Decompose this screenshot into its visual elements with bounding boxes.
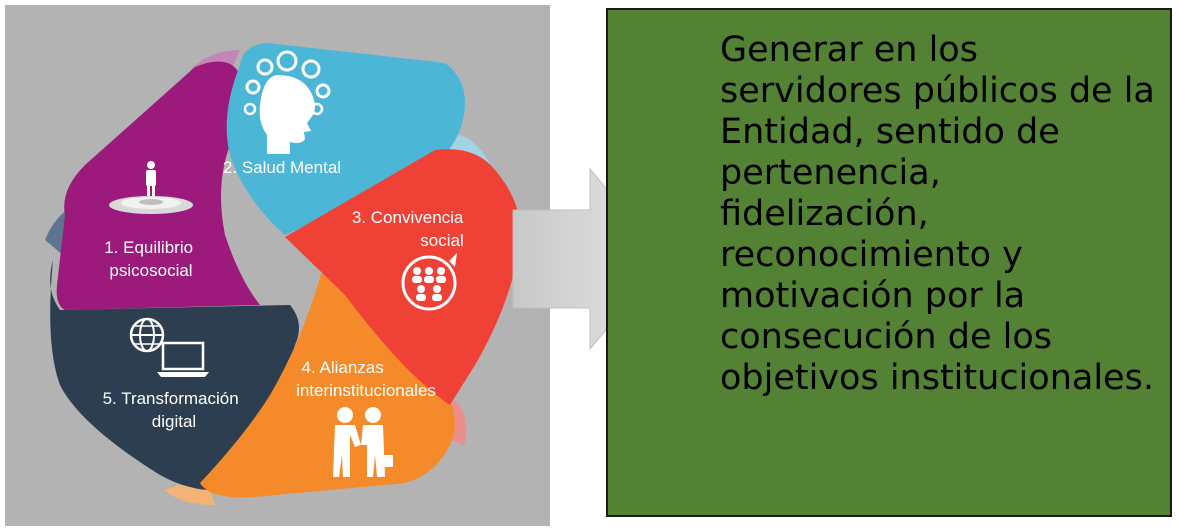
globe-laptop-icon	[129, 317, 209, 377]
segment-4-shape	[200, 260, 455, 498]
person-on-pedestal-icon	[109, 161, 193, 214]
segment-5-label: 5. Transformación digital	[103, 389, 244, 431]
segment-4-label: 4. Alianzas interinstitucionales	[296, 358, 436, 400]
diagram-panel: 1. Equilibrio psicosocial 2. Salud Menta…	[5, 5, 550, 526]
goal-text: Generar en los servidores públicos de la…	[720, 30, 1155, 398]
segment-1-label: 1. Equilibrio psicosocial	[104, 238, 198, 280]
segment-1-shape	[56, 61, 260, 310]
goal-box: Generar en los servidores públicos de la…	[606, 8, 1172, 517]
segment-2-label: 2. Salud Mental	[223, 158, 341, 177]
pentagon-cycle-diagram: 1. Equilibrio psicosocial 2. Salud Menta…	[45, 43, 521, 505]
handshake-icon	[333, 407, 393, 477]
people-cycle-icon	[401, 253, 457, 311]
segment-3-label: 3. Convivencia social	[352, 208, 468, 250]
head-gears-icon	[243, 50, 331, 154]
